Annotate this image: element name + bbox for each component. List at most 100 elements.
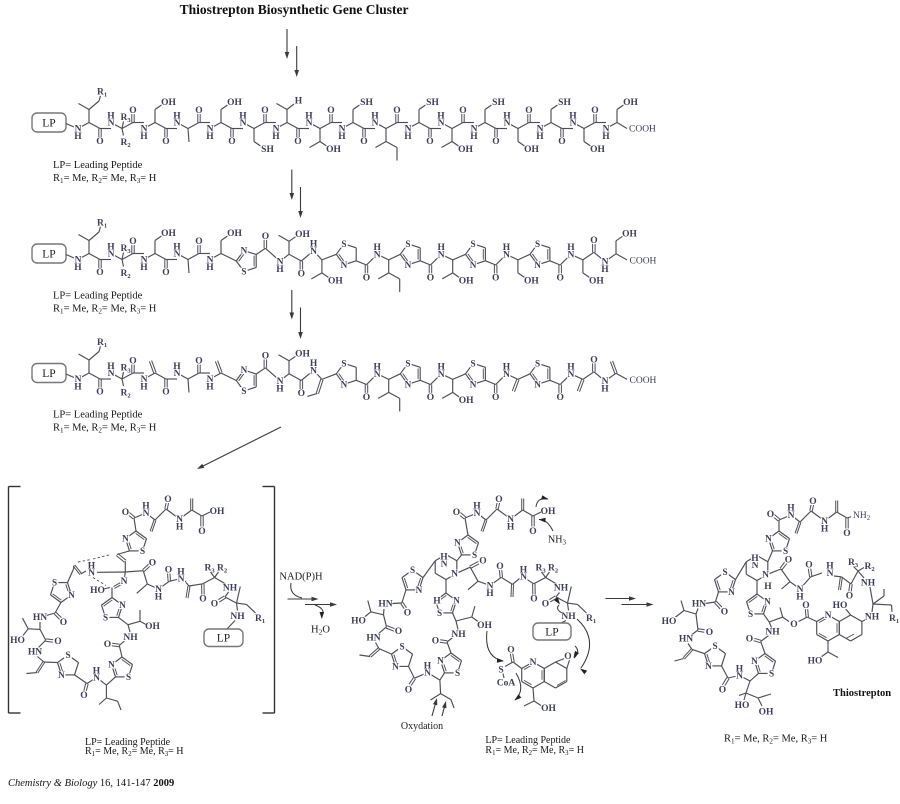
svg-text:HN: HN xyxy=(679,635,693,645)
svg-text:OH: OH xyxy=(227,98,242,108)
svg-text:OH: OH xyxy=(477,621,492,631)
svg-text:O: O xyxy=(492,137,499,147)
svg-text:HO: HO xyxy=(833,601,848,611)
svg-text:H: H xyxy=(821,525,829,535)
svg-text:R1= Me, R2= Me, R3= H: R1= Me, R2= Me, R3= H xyxy=(53,423,157,435)
svg-text:SH: SH xyxy=(261,145,274,155)
svg-text:N: N xyxy=(121,577,128,587)
svg-text:O: O xyxy=(360,137,367,147)
svg-text:HN: HN xyxy=(692,600,706,610)
svg-text:N: N xyxy=(68,590,75,600)
svg-text:O: O xyxy=(96,388,103,398)
svg-text:HO: HO xyxy=(351,617,366,627)
svg-text:LP: LP xyxy=(42,368,55,380)
svg-text:H: H xyxy=(374,363,382,373)
svg-text:LP: LP xyxy=(545,626,558,638)
svg-text:S: S xyxy=(103,613,108,623)
svg-text:H: H xyxy=(503,243,511,253)
svg-text:S: S xyxy=(410,565,415,575)
svg-text:O: O xyxy=(261,106,268,116)
svg-text:O: O xyxy=(164,495,171,505)
svg-text:H: H xyxy=(433,597,441,607)
svg-text:O: O xyxy=(558,137,565,147)
svg-text:O: O xyxy=(393,106,400,116)
svg-text:HO: HO xyxy=(735,701,750,711)
svg-text:O: O xyxy=(846,592,853,602)
svg-text:NH: NH xyxy=(765,628,780,638)
svg-text:S: S xyxy=(405,239,410,249)
svg-text:H: H xyxy=(140,383,148,393)
svg-text:O: O xyxy=(746,635,753,645)
svg-text:OH: OH xyxy=(590,145,605,155)
svg-text:O: O xyxy=(80,691,87,701)
svg-text:NH: NH xyxy=(223,584,238,594)
svg-text:O: O xyxy=(262,352,269,362)
svg-text:S: S xyxy=(341,359,346,369)
svg-text:H: H xyxy=(424,661,432,671)
svg-text:LP: LP xyxy=(42,248,55,260)
svg-text:H: H xyxy=(93,666,101,676)
svg-text:OH: OH xyxy=(161,98,176,108)
svg-text:N: N xyxy=(416,585,423,595)
svg-text:OH: OH xyxy=(295,350,310,360)
svg-text:O: O xyxy=(591,106,598,116)
svg-text:S: S xyxy=(535,359,540,369)
svg-text:O: O xyxy=(529,527,536,537)
svg-text:H: H xyxy=(107,242,115,252)
svg-text:OH: OH xyxy=(589,277,604,287)
svg-text:H: H xyxy=(140,132,148,142)
svg-text:N: N xyxy=(241,365,248,375)
svg-text:O: O xyxy=(122,508,129,518)
svg-text:O: O xyxy=(129,106,136,116)
svg-text:H: H xyxy=(601,265,609,275)
svg-text:SH: SH xyxy=(492,98,505,108)
svg-text:H: H xyxy=(602,132,610,142)
svg-text:H: H xyxy=(173,362,181,372)
svg-text:H: H xyxy=(272,132,280,142)
svg-text:S: S xyxy=(341,239,346,249)
svg-text:O: O xyxy=(294,137,301,147)
svg-text:O: O xyxy=(557,274,564,284)
svg-text:O: O xyxy=(199,595,206,605)
svg-text:H: H xyxy=(507,523,515,533)
svg-text:H: H xyxy=(404,132,412,142)
svg-text:H: H xyxy=(310,240,318,250)
svg-text:NH: NH xyxy=(451,630,466,640)
svg-text:SH: SH xyxy=(360,98,373,108)
svg-text:S: S xyxy=(748,609,753,619)
svg-text:NH: NH xyxy=(554,584,569,594)
svg-text:R1= Me, R2= Me, R3= H: R1= Me, R2= Me, R3= H xyxy=(85,746,184,758)
svg-text:O: O xyxy=(298,270,305,280)
svg-text:NH: NH xyxy=(123,633,138,643)
svg-text:N: N xyxy=(108,660,115,670)
svg-text:O: O xyxy=(195,106,202,116)
svg-text:O: O xyxy=(557,393,564,403)
svg-text:NAD(P)H: NAD(P)H xyxy=(279,572,323,583)
svg-text:O: O xyxy=(262,232,269,242)
svg-text:H: H xyxy=(440,553,448,563)
svg-text:COOH: COOH xyxy=(629,125,656,135)
svg-text:HO: HO xyxy=(10,636,25,646)
svg-text:H: H xyxy=(310,359,318,369)
svg-text:H: H xyxy=(567,243,575,253)
svg-text:O: O xyxy=(564,652,571,662)
svg-text:LP= Leading Peptide: LP= Leading Peptide xyxy=(53,410,143,421)
svg-text:O: O xyxy=(228,137,235,147)
svg-text:O: O xyxy=(195,357,202,367)
svg-text:S: S xyxy=(471,359,476,369)
svg-text:H: H xyxy=(107,111,115,121)
svg-text:H: H xyxy=(601,385,609,395)
svg-text:H: H xyxy=(206,132,214,142)
svg-text:HO: HO xyxy=(808,657,823,667)
svg-text:Chemistry & Biology 16, 141-14: Chemistry & Biology 16, 141-147 2009 xyxy=(8,778,174,789)
svg-text:N: N xyxy=(765,534,772,544)
svg-text:NH: NH xyxy=(861,579,876,589)
svg-text:O: O xyxy=(149,559,156,569)
svg-text:OH: OH xyxy=(459,277,474,287)
svg-text:O: O xyxy=(327,106,334,116)
svg-text:N: N xyxy=(451,570,458,580)
svg-text:O: O xyxy=(96,268,103,278)
svg-text:H: H xyxy=(88,561,96,571)
svg-text:H: H xyxy=(736,664,744,674)
svg-text:OH: OH xyxy=(459,396,474,406)
